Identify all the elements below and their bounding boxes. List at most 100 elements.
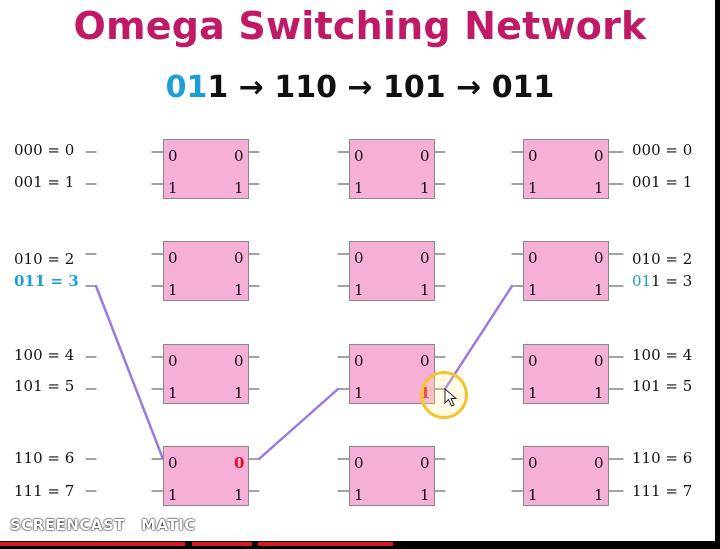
switch-port-label: 1 xyxy=(594,281,604,299)
switch-port-label: 0 xyxy=(234,454,245,472)
route-wire xyxy=(443,284,514,391)
switch-port-label: 1 xyxy=(234,281,244,299)
input-label: 010 = 2 xyxy=(14,250,75,268)
path-step-1: 110 xyxy=(274,70,337,105)
watermark-line1: RECORDED WITH xyxy=(10,508,78,516)
switch-box: 0 0 1 1 xyxy=(523,241,609,301)
switch-box: 0 0 1 1 xyxy=(163,344,249,404)
switch-box: 0 0 1 1 xyxy=(349,139,435,199)
switch-port-label: 0 xyxy=(168,147,178,165)
switch-port-label: 1 xyxy=(354,179,364,197)
cursor-highlight xyxy=(420,371,468,419)
switch-port-label: 0 xyxy=(528,352,538,370)
switch-port-label: 0 xyxy=(234,147,244,165)
input-label: 110 = 6 xyxy=(14,449,75,467)
switch-box: 0 0 1 1 xyxy=(163,241,249,301)
output-label: 010 = 2 xyxy=(632,250,693,268)
switch-port-label: 1 xyxy=(528,179,538,197)
switch-box: 0 0 1 1 xyxy=(163,139,249,199)
switch-port-label: 1 xyxy=(168,486,178,504)
switch-port-label: 0 xyxy=(168,352,178,370)
path-start-rest: 1 xyxy=(207,70,229,105)
switch-port-label: 1 xyxy=(168,281,178,299)
switch-port-label: 0 xyxy=(594,249,604,267)
switch-port-label: 0 xyxy=(234,352,244,370)
switch-port-label: 0 xyxy=(354,352,364,370)
switch-port-label: 0 xyxy=(420,249,430,267)
switch-port-label: 1 xyxy=(528,281,538,299)
screencast-watermark: RECORDED WITH SCREENCAST MATIC xyxy=(10,508,196,534)
output-label: 100 = 4 xyxy=(632,346,693,364)
switch-port-label: 0 xyxy=(420,147,430,165)
switch-port-label: 0 xyxy=(168,249,178,267)
switch-port-label: 1 xyxy=(420,486,430,504)
path-step-3: 011 xyxy=(491,70,555,105)
route-wire xyxy=(257,387,340,461)
output-label-rest: 1 = 3 xyxy=(651,272,693,290)
slide: Omega Switching Network 011 → 110 → 101 … xyxy=(0,0,715,541)
switch-box: 0 0 1 1 xyxy=(349,446,435,506)
switch-box: 0 0 1 1 xyxy=(523,446,609,506)
switch-port-label: 0 xyxy=(354,454,364,472)
input-label: 011 = 3 xyxy=(14,272,79,290)
switch-port-label: 1 xyxy=(594,179,604,197)
record-icon xyxy=(126,518,141,532)
output-label: 101 = 5 xyxy=(632,377,693,395)
arrow-icon: → xyxy=(456,70,482,105)
switch-port-label: 0 xyxy=(234,249,244,267)
switch-port-label: 0 xyxy=(594,352,604,370)
switch-port-label: 0 xyxy=(420,352,430,370)
progress-bar-seg xyxy=(0,542,185,546)
switch-box: 0 0 1 1 xyxy=(349,241,435,301)
path-start-highlight: 01 xyxy=(165,70,208,105)
output-label: 000 = 0 xyxy=(632,141,693,159)
route-wire xyxy=(94,284,165,461)
output-label: 110 = 6 xyxy=(632,449,693,467)
switch-port-label: 1 xyxy=(354,384,364,402)
switch-port-label: 0 xyxy=(420,454,430,472)
network-wires xyxy=(85,151,624,492)
switch-port-label: 1 xyxy=(420,179,430,197)
output-label: 111 = 7 xyxy=(632,482,693,500)
switch-port-label: 0 xyxy=(594,454,604,472)
switch-port-label: 1 xyxy=(420,281,430,299)
switch-box: 0 0 1 1 xyxy=(523,139,609,199)
switch-port-label: 1 xyxy=(168,384,178,402)
switch-port-label: 1 xyxy=(234,486,244,504)
switch-port-label: 1 xyxy=(234,179,244,197)
arrow-icon: → xyxy=(347,70,373,105)
switch-port-label: 0 xyxy=(528,147,538,165)
switch-port-label: 1 xyxy=(234,384,244,402)
watermark-brand-b: MATIC xyxy=(141,516,196,534)
switch-port-label: 1 xyxy=(354,486,364,504)
mouse-pointer-icon xyxy=(444,388,458,407)
input-label: 001 = 1 xyxy=(14,173,75,191)
input-label: 101 = 5 xyxy=(14,377,75,395)
output-label: 011 = 3 xyxy=(632,272,692,290)
watermark-brand-a: SCREENCAST xyxy=(10,516,126,534)
switch-port-label: 1 xyxy=(528,486,538,504)
arrow-icon: → xyxy=(238,70,264,105)
input-label: 000 = 0 xyxy=(14,141,75,159)
switch-port-label: 0 xyxy=(354,249,364,267)
path-step-2: 101 xyxy=(383,70,446,105)
switch-box: 0 0 1 1 xyxy=(163,446,249,506)
switch-port-label: 0 xyxy=(168,454,178,472)
switch-port-label: 0 xyxy=(354,147,364,165)
input-label: 111 = 7 xyxy=(14,482,75,500)
page-title: Omega Switching Network xyxy=(73,4,647,48)
routing-path: 011 → 110 → 101 → 011 xyxy=(0,70,715,105)
output-label-highlight: 01 xyxy=(632,272,652,290)
switch-port-label: 1 xyxy=(354,281,364,299)
switch-port-label: 1 xyxy=(594,486,604,504)
progress-bar-seg xyxy=(192,542,252,546)
input-label: 100 = 4 xyxy=(14,346,75,364)
switch-port-label: 1 xyxy=(528,384,538,402)
switch-port-label: 0 xyxy=(594,147,604,165)
output-label: 001 = 1 xyxy=(632,173,693,191)
switch-port-label: 0 xyxy=(528,249,538,267)
switch-port-label: 0 xyxy=(528,454,538,472)
switch-port-label: 1 xyxy=(168,179,178,197)
progress-bar-seg xyxy=(258,542,393,546)
